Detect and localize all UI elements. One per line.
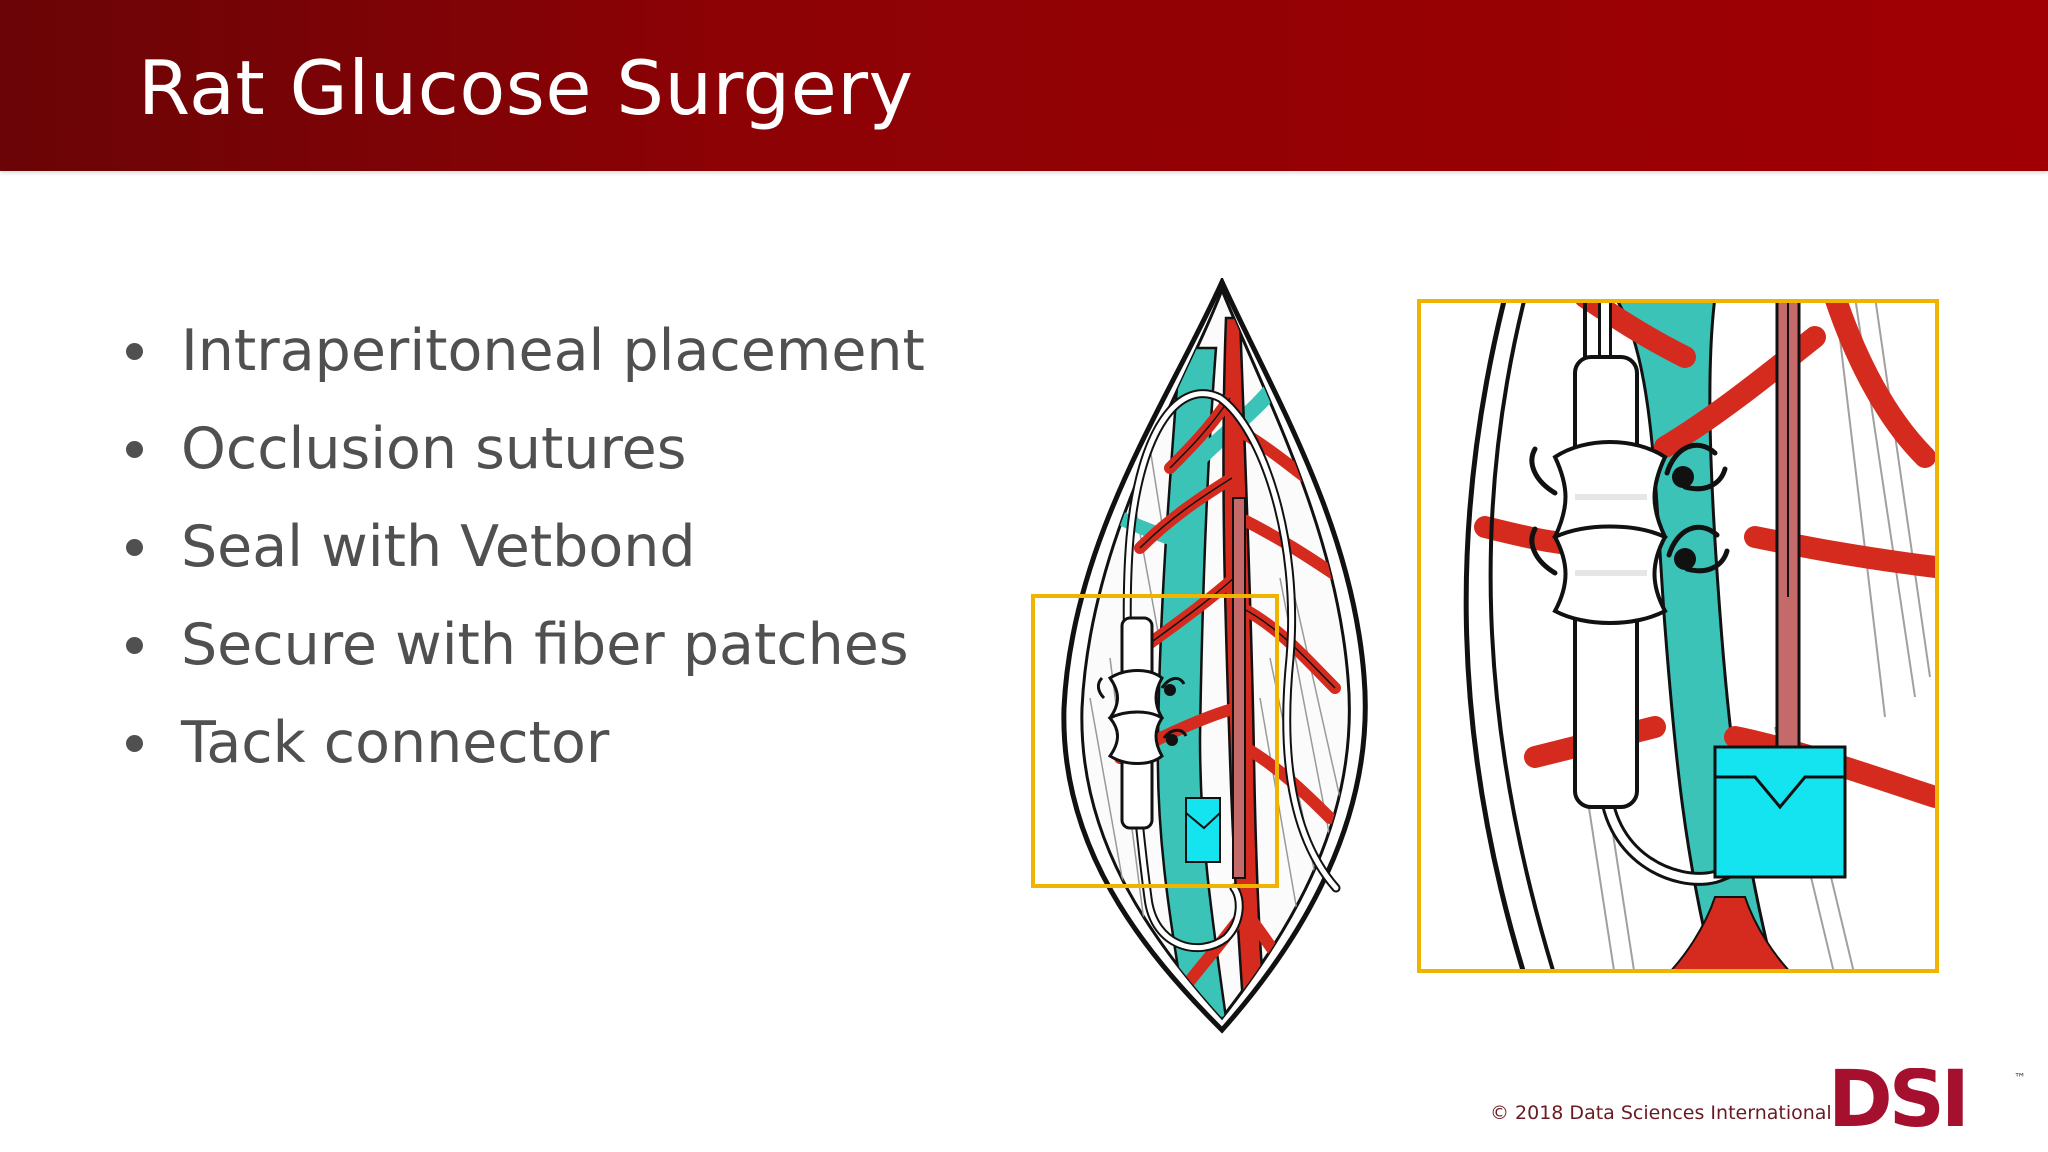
logo-text: DSI (1828, 1068, 1966, 1132)
bullet-text: Seal with Vetbond (181, 514, 696, 580)
copyright-text: © 2018 Data Sciences International (1490, 1102, 1832, 1124)
bullet-item: Secure with fiber patches (120, 596, 925, 694)
dsi-logo: DSI ™ (1828, 1068, 2026, 1132)
slide-title: Rat Glucose Surgery (138, 44, 914, 132)
bullet-text: Intraperitoneal placement (181, 318, 925, 384)
bullet-dot-icon (126, 342, 143, 360)
bullet-dot-icon (126, 636, 143, 654)
surgery-illustration (1031, 278, 1368, 1034)
bullet-item: Intraperitoneal placement (120, 302, 925, 400)
bullet-dot-icon (126, 538, 143, 556)
bullet-item: Tack connector (120, 694, 925, 792)
bullet-dot-icon (126, 734, 143, 752)
trademark-mark: ™ (2014, 1071, 2026, 1085)
bullet-item: Occlusion sutures (120, 400, 925, 498)
title-bar: Rat Glucose Surgery (0, 0, 2048, 171)
surgery-zoom-illustration (1417, 299, 1939, 973)
bullet-list: Intraperitoneal placement Occlusion sutu… (120, 302, 925, 792)
bullet-text: Occlusion sutures (181, 416, 687, 482)
bullet-item: Seal with Vetbond (120, 498, 925, 596)
bullet-text: Tack connector (181, 710, 610, 776)
bullet-text: Secure with fiber patches (181, 612, 909, 678)
bullet-dot-icon (126, 440, 143, 458)
